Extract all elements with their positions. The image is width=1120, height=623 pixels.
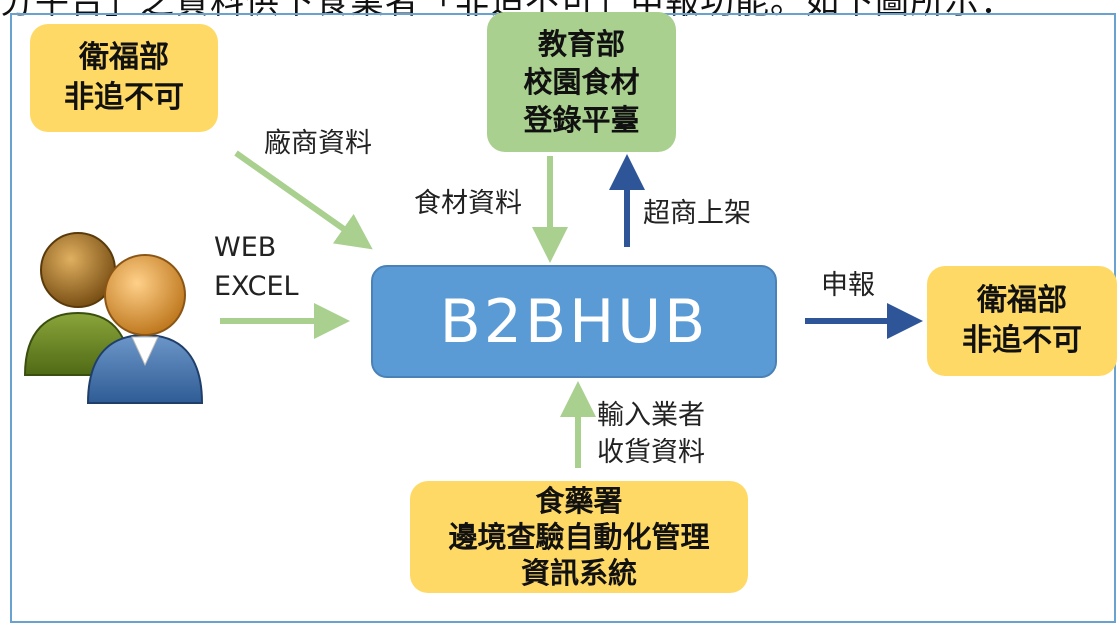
- b2bhub-node: B2BHUB: [371, 265, 777, 378]
- mohw-right-line-1: 衛福部: [977, 283, 1067, 318]
- fda-box: 食藥署 邊境查驗自動化管理 資訊系統: [410, 481, 748, 593]
- input-vendor-label: 輸入業者: [597, 400, 705, 431]
- web-label: WEB: [214, 232, 277, 263]
- moe-line-2: 校園食材: [523, 65, 640, 99]
- fda-line-2: 邊境查驗自動化管理: [448, 520, 710, 554]
- mohw-right-line-2: 非追不可: [962, 323, 1082, 358]
- ingredient-data-label: 食材資料: [414, 188, 522, 219]
- store-listing-label: 超商上架: [643, 198, 751, 229]
- header-text: 分平台」之資料供下食業者「非追不可」申報功能。如下圖所示：: [0, 0, 1015, 22]
- moe-line-3: 登錄平臺: [523, 103, 640, 137]
- vendor-data-arrow: [234, 150, 373, 250]
- receipt-data-label: 收貨資料: [597, 437, 705, 468]
- mohw-top-box: 衛福部 非追不可: [30, 24, 218, 132]
- moe-box: 教育部 校園食材 登錄平臺: [487, 12, 676, 152]
- fda-line-3: 資訊系統: [520, 556, 637, 590]
- vendor-data-label: 廠商資料: [264, 128, 372, 159]
- moe-line-1: 教育部: [537, 27, 625, 61]
- mohw-top-line-1: 衛福部: [79, 40, 169, 75]
- fda-line-1: 食藥署: [535, 484, 623, 518]
- report-label: 申報: [821, 270, 875, 301]
- mohw-top-line-2: 非追不可: [64, 80, 184, 115]
- mohw-right-box: 衛福部 非追不可: [927, 266, 1117, 376]
- excel-label: EXCEL: [214, 271, 299, 302]
- users-icon: [23, 232, 204, 404]
